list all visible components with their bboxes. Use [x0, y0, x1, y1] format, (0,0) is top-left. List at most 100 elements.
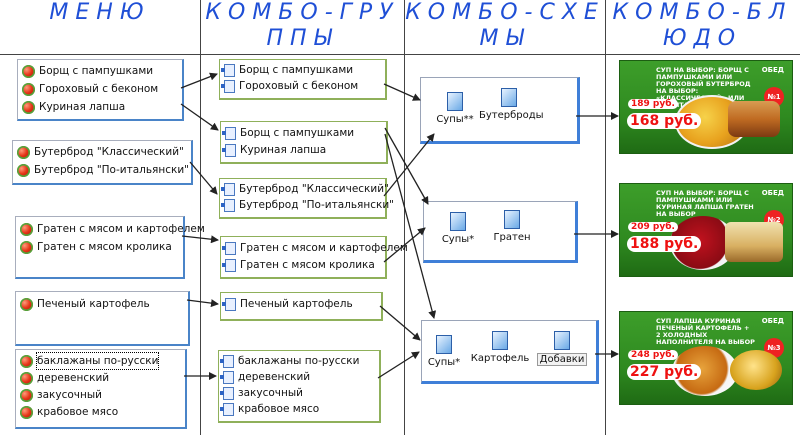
document-icon — [221, 182, 235, 196]
group-item[interactable]: Гратен с мясом кролика — [222, 257, 375, 273]
new-price: 188 руб. — [627, 236, 702, 252]
combo-group-1: Борщ с пампушками Гороховый с беконом — [219, 59, 387, 100]
group-item[interactable]: Гратен с мясом и картофелем — [222, 240, 408, 256]
menu-list-soups: Борщ с пампушками Гороховый с беконом Ку… — [17, 59, 184, 121]
dish-label: ОБЕД — [761, 317, 784, 325]
scheme-node[interactable]: Бутерброды — [479, 88, 544, 121]
combo-scheme-3: Супы* Картофель Добавки — [421, 320, 599, 384]
menu-list-fillings: баклажаны по-русски деревенский закусочн… — [15, 349, 187, 429]
scheme-node[interactable]: Добавки — [532, 331, 592, 366]
dish-label: ОБЕД — [761, 189, 784, 197]
group-item[interactable]: Гороховый с беконом — [221, 78, 358, 94]
cube-icon — [504, 210, 520, 229]
combo-group-6: баклажаны по-русски деревенский закусочн… — [218, 350, 381, 423]
new-price: 227 руб. — [627, 364, 702, 380]
document-icon — [222, 258, 236, 272]
group-item[interactable]: Борщ с пампушками — [221, 62, 353, 78]
menu-list-potato: Печеный картофель — [15, 291, 190, 346]
group-item[interactable]: Бутерброд "По-итальянски" — [221, 197, 394, 213]
column-divider — [605, 0, 606, 435]
dish-icon — [20, 240, 33, 254]
old-price: 189 руб. — [628, 99, 678, 109]
scheme-node[interactable]: Супы* — [428, 212, 488, 245]
document-icon — [220, 402, 234, 416]
arrow — [383, 83, 421, 101]
dish-icon — [22, 82, 35, 96]
menu-list-sandwiches: Бутерброд "Классический" Бутерброд "По-и… — [12, 140, 193, 185]
menu-item[interactable]: Гратен с мясом и картофелем — [20, 221, 205, 237]
menu-item[interactable]: Гратен с мясом кролика — [20, 239, 172, 255]
dish-icon — [20, 371, 33, 385]
combo-scheme-1: Супы** Бутерброды — [420, 77, 580, 144]
scheme-node[interactable]: Гратен — [482, 210, 542, 243]
cube-icon — [447, 92, 463, 111]
header-combo-schemes: КОМБО-СХЕМЫ — [405, 0, 605, 51]
document-icon — [220, 386, 234, 400]
document-icon — [220, 354, 234, 368]
menu-item[interactable]: Бутерброд "По-итальянски" — [17, 162, 189, 178]
arrow — [383, 227, 426, 263]
group-item[interactable]: Борщ с пампушками — [222, 125, 354, 141]
menu-item[interactable]: крабовое мясо — [20, 404, 118, 420]
group-item[interactable]: Печеный картофель — [222, 296, 353, 312]
group-item[interactable]: баклажаны по-русски — [220, 353, 359, 369]
dish-icon — [20, 405, 33, 419]
menu-item[interactable]: деревенский — [20, 370, 109, 386]
combo-dish-1[interactable]: СУП НА ВЫБОР: БОРЩ С ПАМПУШКАМИ ИЛИ ГОРО… — [619, 60, 793, 154]
arrow — [379, 305, 421, 341]
header-menu: МЕНЮ — [49, 0, 151, 25]
arrow — [180, 72, 218, 89]
menu-item[interactable]: Куриная лапша — [22, 99, 125, 115]
group-item[interactable]: Куриная лапша — [222, 142, 326, 158]
menu-item[interactable]: Печеный картофель — [20, 296, 150, 312]
menu-item[interactable]: баклажаны по-русски — [20, 352, 160, 370]
dish-icon — [20, 388, 33, 402]
scheme-node[interactable]: Супы* — [414, 335, 474, 368]
arrow — [377, 351, 420, 379]
cube-icon — [492, 331, 508, 350]
document-icon — [220, 370, 234, 384]
scheme-node[interactable]: Супы** — [425, 92, 485, 125]
gratin-image — [725, 222, 783, 262]
menu-item[interactable]: Бутерброд "Классический" — [17, 144, 184, 160]
menu-list-gratins: Гратен с мясом и картофелем Гратен с мяс… — [15, 216, 205, 279]
menu-item[interactable]: закусочный — [20, 387, 102, 403]
header-combo-groups: КОМБО-ГРУППЫ — [205, 0, 400, 51]
arrow — [384, 133, 437, 319]
dish-icon — [22, 64, 35, 78]
arrow — [180, 103, 219, 131]
scheme-node[interactable]: Картофель — [470, 331, 530, 364]
dish-icon — [17, 145, 30, 159]
cube-icon — [436, 335, 452, 354]
dish-title: СУП ЛАПША КУРИНАЯ ПЕЧЕНЫЙ КАРТОФЕЛЬ + 2 … — [656, 317, 755, 346]
menu-item[interactable]: Гороховый с беконом — [22, 81, 158, 97]
dish-icon — [20, 354, 33, 368]
arrow — [189, 161, 218, 195]
cube-icon — [501, 88, 517, 107]
old-price: 248 руб. — [628, 350, 678, 360]
document-icon — [222, 297, 236, 311]
dish-icon — [22, 100, 35, 114]
arrow — [181, 235, 219, 244]
document-icon — [222, 143, 236, 157]
document-icon — [222, 241, 236, 255]
group-item[interactable]: деревенский — [220, 369, 310, 385]
group-item[interactable]: закусочный — [220, 385, 303, 401]
header-divider — [0, 54, 800, 55]
document-icon — [221, 63, 235, 77]
arrow — [383, 133, 435, 197]
menu-item[interactable]: Борщ с пампушками — [22, 63, 153, 79]
column-divider — [404, 0, 405, 435]
combo-dish-2[interactable]: СУП НА ВЫБОР: БОРЩ С ПАМПУШКАМИ ИЛИ КУРИ… — [619, 183, 793, 277]
group-item[interactable]: крабовое мясо — [220, 401, 319, 417]
combo-dish-3[interactable]: СУП ЛАПША КУРИНАЯ ПЕЧЕНЫЙ КАРТОФЕЛЬ + 2 … — [619, 311, 793, 405]
dish-icon — [20, 222, 33, 236]
new-price: 168 руб. — [627, 113, 702, 129]
combo-group-5: Печеный картофель — [220, 292, 383, 321]
sandwich-image — [728, 101, 780, 137]
dish-label: ОБЕД — [761, 66, 784, 74]
column-divider — [200, 0, 201, 435]
combo-group-4: Гратен с мясом и картофелем Гратен с мяс… — [220, 236, 408, 279]
group-item[interactable]: Бутерброд "Классический" — [221, 181, 389, 197]
